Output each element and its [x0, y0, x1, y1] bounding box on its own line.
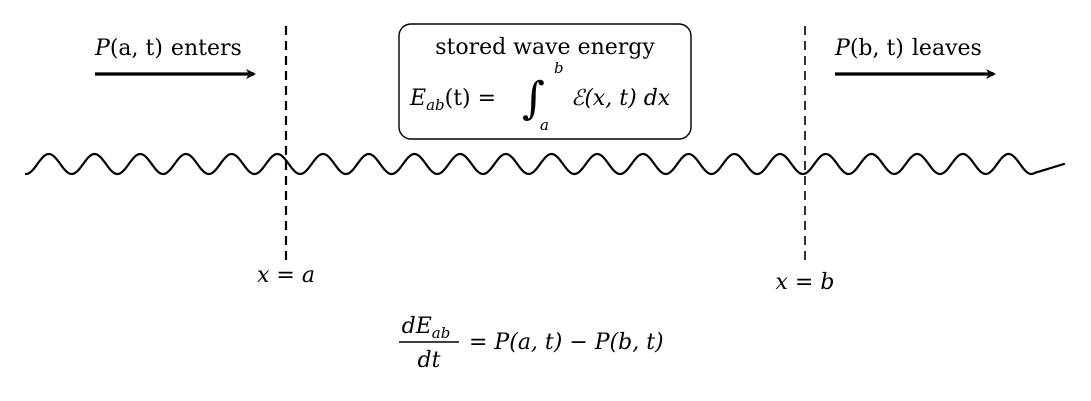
svg-text:dEab: dEab — [402, 314, 451, 342]
inflow-label: P(a, t)enters — [94, 36, 242, 61]
stored-energy-formula: Eab(t) = ∫ b a ℰ(x, t) dx — [409, 59, 671, 134]
energy-balance-equation: dEab dt = P(a, t) − P(b, t) — [399, 314, 664, 373]
marker-label-b: x = b — [776, 270, 835, 295]
stored-energy-title: stored wave energy — [435, 35, 655, 60]
integral-upper-limit: b — [554, 59, 564, 77]
svg-text:= P(a, t) − P(b, t): = P(a, t) − P(b, t) — [469, 330, 664, 355]
integral-lower-limit: a — [540, 116, 549, 134]
stored-energy-box — [398, 23, 692, 140]
svg-text:dt: dt — [418, 348, 441, 373]
svg-text:Eab(t) =: Eab(t) = — [409, 86, 496, 114]
integral-sign: ∫ — [522, 73, 545, 124]
outflow-label: P(b, t)leaves — [834, 36, 982, 61]
marker-label-a: x = a — [257, 263, 315, 288]
integrand: ℰ(x, t) dx — [571, 86, 671, 111]
wave-string — [24, 152, 1066, 176]
